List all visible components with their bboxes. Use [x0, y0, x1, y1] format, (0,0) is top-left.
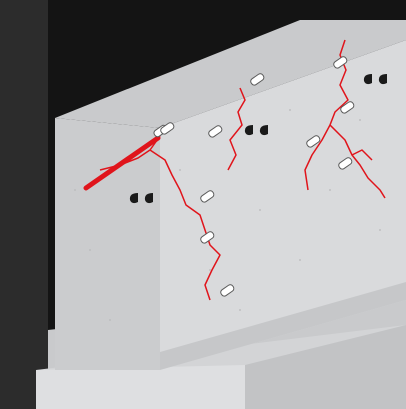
wall-end-face [55, 118, 160, 370]
left-edge-strip [0, 0, 48, 409]
footing-face [36, 365, 245, 409]
